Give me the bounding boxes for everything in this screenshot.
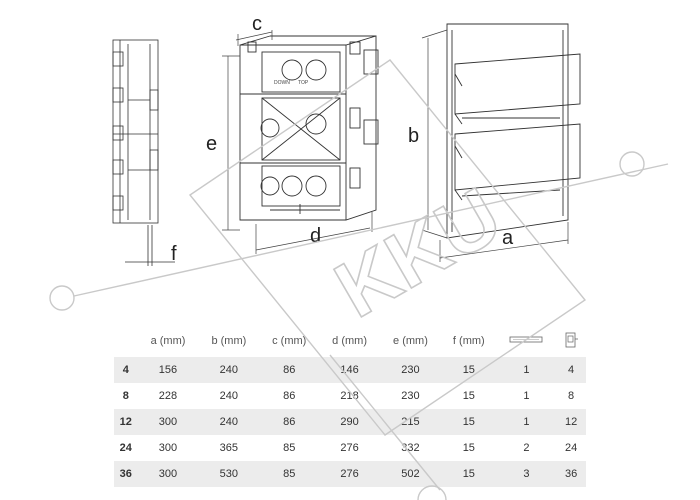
table-row: 8 228 240 86 218 230 15 1 8 (114, 383, 586, 409)
cell-d: 276 (340, 442, 359, 454)
cell-a: 300 (137, 409, 199, 435)
cell-b: 240 (198, 357, 260, 383)
header-f: f (mm) (452, 335, 485, 347)
dimension-label-d: d (310, 225, 321, 247)
cell-e: 502 (380, 461, 441, 487)
header-rail (497, 325, 557, 357)
cell-modules: 8 (568, 390, 575, 402)
cell-modules: 24 (564, 442, 578, 454)
header-e: e (mm) (393, 335, 428, 347)
enclosure-side-mark: DOWN (274, 80, 290, 86)
cell-model: 36 (114, 461, 138, 487)
cell-d: 146 (319, 357, 381, 383)
table-row: 24 300 365 85 276 332 15 2 24 (114, 435, 586, 461)
side-view (112, 39, 175, 266)
cell-modules: 12 (556, 409, 586, 435)
cell-b: 240 (198, 409, 260, 435)
table-header-row: a (mm) b (mm) c (mm) d (mm) e (mm) f (mm… (114, 325, 586, 357)
cell-c: 86 (259, 409, 320, 435)
cell-modules: 36 (556, 461, 586, 487)
table-row: 4 156 240 86 146 230 15 1 4 (114, 357, 586, 383)
cell-e: 230 (380, 357, 441, 383)
cell-a: 156 (137, 357, 199, 383)
dimension-label-a: a (502, 227, 514, 249)
cell-model: 4 (114, 357, 138, 383)
header-a: a (mm) (150, 335, 186, 347)
cell-rails: 3 (496, 461, 557, 487)
cell-f: 15 (462, 442, 475, 454)
cell-model: 24 (119, 442, 132, 454)
cell-rails: 1 (496, 409, 557, 435)
cell-a: 300 (158, 442, 178, 454)
dimension-label-b: b (408, 125, 419, 147)
cell-b: 240 (219, 390, 239, 402)
cell-f: 15 (440, 357, 497, 383)
table-row: 12 300 240 86 290 215 15 1 12 (114, 409, 586, 435)
module-icon (565, 332, 579, 347)
cell-modules: 4 (556, 357, 586, 383)
header-module (556, 325, 586, 357)
cell-c: 86 (259, 357, 320, 383)
cell-f: 15 (462, 390, 475, 402)
cell-e: 332 (401, 442, 420, 454)
rail-icon (510, 336, 543, 342)
cell-model: 12 (114, 409, 138, 435)
cell-a: 300 (137, 461, 199, 487)
cell-c: 85 (259, 461, 320, 487)
header-c: c (mm) (272, 335, 307, 347)
header-d: d (mm) (332, 335, 367, 347)
cell-b: 530 (198, 461, 260, 487)
perspective-view-dimensions (421, 29, 569, 262)
cell-f: 15 (440, 409, 497, 435)
cell-rails: 1 (523, 390, 530, 402)
spec-table: a (mm) b (mm) c (mm) d (mm) e (mm) f (mm… (114, 325, 586, 487)
table-row: 36 300 530 85 276 502 15 3 36 (114, 461, 586, 487)
header-model (114, 325, 138, 357)
dimension-label-f: f (171, 243, 177, 265)
perspective-view (446, 23, 581, 239)
cell-d: 276 (319, 461, 381, 487)
enclosure-top-mark: TOP (298, 80, 309, 86)
dimension-label-e: e (206, 133, 217, 155)
cell-d: 290 (319, 409, 381, 435)
cell-rails: 1 (496, 357, 557, 383)
cell-model: 8 (122, 390, 129, 402)
header-b: b (mm) (211, 335, 247, 347)
dimension-label-c: c (252, 13, 262, 35)
cell-a: 228 (158, 390, 178, 402)
cell-c: 86 (283, 390, 296, 402)
cell-e: 230 (401, 390, 420, 402)
cell-c: 85 (283, 442, 296, 454)
cell-rails: 2 (523, 442, 530, 454)
cell-b: 365 (219, 442, 239, 454)
cell-e: 215 (380, 409, 441, 435)
cell-f: 15 (440, 461, 497, 487)
cell-d: 218 (340, 390, 359, 402)
front-view (239, 35, 379, 221)
